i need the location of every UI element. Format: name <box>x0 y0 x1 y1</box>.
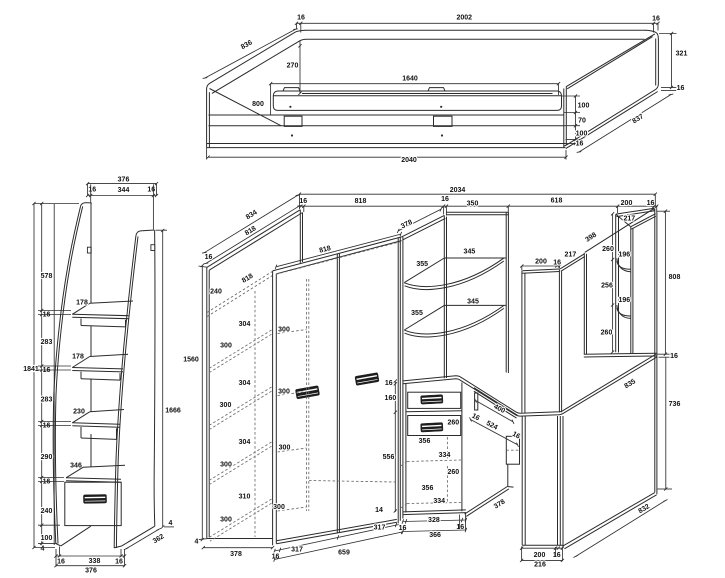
svg-text:16: 16 <box>553 552 561 559</box>
svg-text:355: 355 <box>416 261 428 268</box>
svg-text:16: 16 <box>652 15 660 22</box>
svg-text:2002: 2002 <box>457 14 473 21</box>
svg-text:240: 240 <box>41 508 53 515</box>
svg-text:70: 70 <box>578 118 586 125</box>
svg-text:16: 16 <box>147 186 155 193</box>
svg-text:736: 736 <box>669 401 681 408</box>
svg-text:808: 808 <box>669 274 681 281</box>
svg-text:344: 344 <box>118 187 130 194</box>
svg-text:300: 300 <box>220 517 232 524</box>
svg-text:300: 300 <box>278 389 290 396</box>
svg-text:16: 16 <box>88 186 96 193</box>
svg-text:300: 300 <box>279 445 291 452</box>
svg-text:217: 217 <box>623 215 635 222</box>
svg-text:217: 217 <box>565 251 577 258</box>
svg-text:16: 16 <box>647 200 655 207</box>
svg-text:16: 16 <box>456 524 464 531</box>
svg-text:317: 317 <box>291 546 303 553</box>
svg-text:334: 334 <box>433 498 445 505</box>
svg-text:16: 16 <box>441 196 449 203</box>
svg-text:100: 100 <box>41 535 53 542</box>
svg-text:200: 200 <box>535 259 547 266</box>
svg-text:14: 14 <box>375 507 383 514</box>
svg-text:260: 260 <box>447 469 459 476</box>
svg-text:376: 376 <box>118 176 130 183</box>
svg-text:2040: 2040 <box>401 157 417 164</box>
svg-text:578: 578 <box>41 273 53 280</box>
svg-text:2034: 2034 <box>450 187 466 194</box>
svg-text:350: 350 <box>467 200 479 207</box>
svg-text:1666: 1666 <box>165 408 181 415</box>
svg-text:300: 300 <box>220 402 232 409</box>
svg-text:355: 355 <box>411 310 423 317</box>
svg-text:196: 196 <box>618 252 630 259</box>
svg-text:300: 300 <box>220 462 232 469</box>
svg-text:16: 16 <box>399 525 407 532</box>
svg-text:310: 310 <box>239 494 251 501</box>
svg-text:260: 260 <box>601 330 613 337</box>
svg-text:178: 178 <box>76 300 88 307</box>
svg-text:321: 321 <box>676 51 688 58</box>
svg-text:304: 304 <box>239 380 251 387</box>
svg-text:256: 256 <box>601 283 613 290</box>
svg-text:16: 16 <box>57 559 65 566</box>
svg-text:283: 283 <box>41 396 53 403</box>
svg-text:334: 334 <box>439 452 451 459</box>
svg-text:338: 338 <box>89 558 101 565</box>
svg-text:16: 16 <box>670 353 678 360</box>
svg-text:4: 4 <box>169 520 173 527</box>
svg-text:328: 328 <box>428 517 440 524</box>
svg-text:300: 300 <box>220 343 232 350</box>
svg-text:16: 16 <box>272 553 280 560</box>
svg-text:16: 16 <box>205 254 213 261</box>
svg-text:16: 16 <box>115 559 123 566</box>
svg-text:16: 16 <box>553 260 561 267</box>
svg-text:1560: 1560 <box>183 357 199 364</box>
svg-text:290: 290 <box>41 454 53 461</box>
svg-text:317: 317 <box>374 524 386 531</box>
svg-text:345: 345 <box>467 298 479 305</box>
svg-text:260: 260 <box>447 420 459 427</box>
svg-text:356: 356 <box>419 438 431 445</box>
svg-text:818: 818 <box>319 245 332 255</box>
svg-text:16: 16 <box>385 380 393 387</box>
svg-text:16: 16 <box>299 198 307 205</box>
svg-text:304: 304 <box>239 321 251 328</box>
svg-text:366: 366 <box>429 532 441 539</box>
svg-text:818: 818 <box>355 198 367 205</box>
svg-text:16: 16 <box>576 141 584 148</box>
svg-text:4: 4 <box>41 546 45 553</box>
svg-text:345: 345 <box>464 248 476 255</box>
svg-text:270: 270 <box>287 63 299 70</box>
svg-text:283: 283 <box>41 339 53 346</box>
svg-text:260: 260 <box>602 246 614 253</box>
svg-text:100: 100 <box>578 103 590 110</box>
svg-text:160: 160 <box>385 395 397 402</box>
svg-text:16: 16 <box>297 15 305 22</box>
svg-text:300: 300 <box>278 327 290 334</box>
svg-text:200: 200 <box>534 552 546 559</box>
svg-text:659: 659 <box>338 549 350 556</box>
svg-text:376: 376 <box>85 567 97 574</box>
svg-text:196: 196 <box>618 297 630 304</box>
svg-text:1841: 1841 <box>23 366 39 373</box>
svg-text:556: 556 <box>383 454 395 461</box>
svg-text:618: 618 <box>551 198 563 205</box>
svg-text:178: 178 <box>72 354 84 361</box>
svg-text:346: 346 <box>70 463 82 470</box>
svg-text:200: 200 <box>621 200 633 207</box>
svg-text:300: 300 <box>273 504 285 511</box>
svg-text:216: 216 <box>534 562 546 569</box>
svg-text:240: 240 <box>210 289 222 296</box>
svg-text:16: 16 <box>677 85 685 92</box>
svg-text:356: 356 <box>422 485 434 492</box>
svg-text:100: 100 <box>576 131 588 138</box>
svg-text:304: 304 <box>239 439 251 446</box>
svg-text:1640: 1640 <box>402 76 418 83</box>
svg-text:4: 4 <box>195 538 199 545</box>
svg-text:800: 800 <box>252 101 264 108</box>
svg-text:230: 230 <box>73 409 85 416</box>
svg-text:378: 378 <box>230 551 242 558</box>
